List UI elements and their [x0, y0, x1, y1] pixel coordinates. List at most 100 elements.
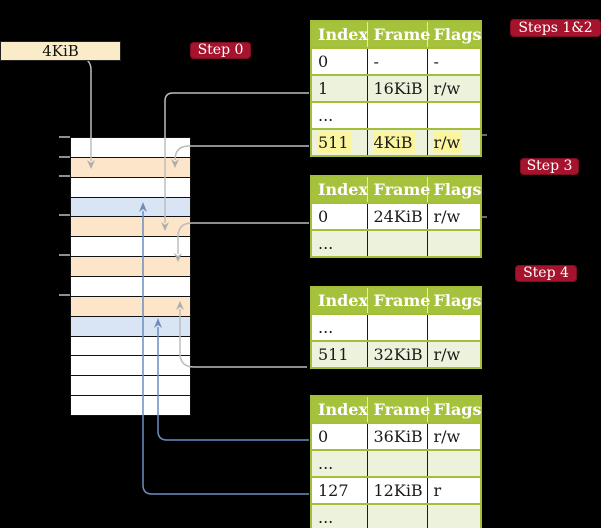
table-row: ... [311, 102, 481, 130]
table-cell: r/w [426, 341, 481, 369]
memory-frame-white [71, 376, 190, 397]
table-row: ... [311, 504, 481, 528]
column-header: Frame [366, 176, 430, 204]
table-cell [426, 314, 481, 342]
table-cell: - [426, 48, 481, 76]
table-cell: r/w [426, 423, 481, 451]
table-row: 0-- [311, 48, 481, 76]
column-header: Index [311, 396, 368, 424]
column-header: Index [311, 287, 368, 315]
badge-step-3: Step 3 [520, 158, 579, 175]
table-cell: ... [311, 450, 367, 478]
highlighted-value: r/w [433, 132, 463, 153]
column-header: Flags [426, 396, 482, 424]
column-header: Flags [426, 176, 482, 204]
root-table-address-label: 4KiB [0, 41, 121, 61]
table-cell [366, 102, 427, 130]
table-cell: 24KiB [366, 203, 427, 231]
table-cell: 36KiB [366, 423, 427, 451]
table-cell: r/w [426, 203, 481, 231]
memory-frame-white [71, 396, 190, 416]
table-cell: 0 [311, 203, 367, 231]
arrow-entry511-to-32kib [179, 309, 307, 368]
badge-step-4: Step 4 [515, 265, 577, 282]
table-cell [366, 314, 427, 342]
table-cell: ... [311, 230, 367, 258]
table-cell [426, 504, 481, 528]
address-tick [59, 294, 70, 296]
table-cell: 127 [311, 477, 367, 505]
table-row: 511 4KiB r/w [311, 129, 481, 157]
badge-step-0: Step 0 [190, 42, 251, 59]
table-cell: 511 [311, 129, 367, 157]
table-row: ... [311, 230, 481, 258]
table-cell: 16KiB [366, 75, 427, 103]
address-tick [59, 254, 70, 256]
table-cell: - [366, 48, 427, 76]
column-header: Frame [366, 21, 430, 49]
memory-frame-white [71, 138, 190, 158]
table-cell: 32KiB [366, 341, 427, 369]
table-cell [426, 102, 481, 130]
physical-memory-stack [70, 137, 191, 416]
address-tick [59, 214, 70, 216]
memory-frame-white [71, 356, 190, 377]
table-cell: 4KiB [366, 129, 427, 157]
memory-frame-white [71, 277, 190, 297]
table-cell [366, 450, 427, 478]
memory-frame-white [71, 177, 190, 198]
address-tick [59, 175, 70, 177]
table-cell: ... [311, 504, 367, 528]
memory-frame-white [71, 336, 190, 357]
column-header: Flags [426, 21, 482, 49]
memory-frame-peach [71, 296, 190, 317]
table-cell: ... [311, 314, 367, 342]
table-cell: 12KiB [366, 477, 427, 505]
table-cell: 511 [311, 341, 367, 369]
memory-frame-peach [71, 217, 190, 238]
table-cell: r/w [426, 129, 481, 157]
table-cell: 0 [311, 48, 367, 76]
address-tick [59, 156, 70, 158]
memory-frame-peach [71, 157, 190, 178]
address-tick [59, 136, 70, 138]
table-cell [426, 450, 481, 478]
table-row: ... [311, 450, 481, 478]
table-cell: 1 [311, 75, 367, 103]
column-header: Flags [426, 287, 482, 315]
arrow-entry0-to-24kib [177, 222, 309, 254]
column-header: Frame [366, 396, 430, 424]
table-cell: 0 [311, 423, 367, 451]
column-header: Index [311, 21, 368, 49]
table-row: ... [311, 314, 481, 342]
arrow-entry511-to-4kib [174, 145, 309, 161]
table-cell [366, 504, 427, 528]
table-cell: r [426, 477, 481, 505]
column-header: Frame [366, 287, 430, 315]
table-cell [426, 230, 481, 258]
highlighted-value: 511 [318, 132, 351, 153]
table-cell [366, 230, 427, 258]
table-cell: ... [311, 102, 367, 130]
table-cell: r/w [426, 75, 481, 103]
column-header: Index [311, 176, 368, 204]
memory-frame-peach [71, 257, 190, 278]
badge-steps-1-2: Steps 1&2 [510, 19, 601, 37]
highlighted-value: 4KiB [373, 132, 415, 153]
memory-frame-white [71, 237, 190, 258]
memory-frame-blue [71, 316, 190, 337]
